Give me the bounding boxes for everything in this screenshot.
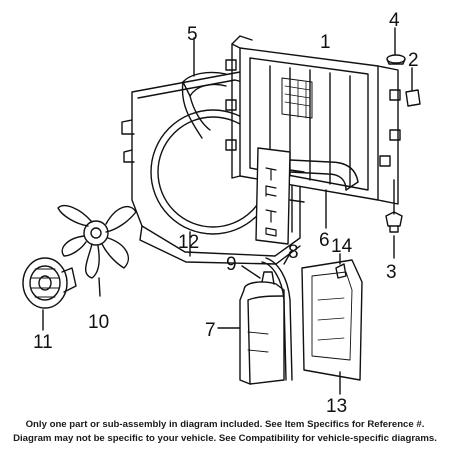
overflow-hose (261, 249, 293, 381)
callout-4: 4 (389, 10, 400, 31)
upper-hose (181, 37, 227, 139)
disclaimer-line-2: Diagram may not be specific to your vehi… (13, 433, 437, 444)
callout-1: 1 (320, 32, 331, 53)
callout-12: 12 (178, 232, 199, 253)
coolant-reservoir (217, 271, 285, 385)
radiator-cap (386, 27, 406, 65)
shield-screw (335, 253, 347, 279)
parts-diagram: 1 2 3 4 5 6 7 8 9 10 11 12 13 14 (22, 10, 421, 417)
callout-8: 8 (288, 242, 299, 263)
callout-2: 2 (408, 50, 419, 71)
splash-shield (301, 259, 363, 395)
drain-petcock (385, 211, 403, 259)
reservoir-cap (241, 265, 261, 279)
diagram-disclaimer: Only one part or sub-assembly in diagram… (0, 418, 450, 450)
disclaimer-line-1: Only one part or sub-assembly in diagram… (25, 419, 425, 430)
callout-14: 14 (331, 236, 353, 257)
fan-blade (57, 204, 137, 297)
shroud-bracket (255, 147, 305, 245)
callout-7: 7 (205, 320, 216, 341)
lower-hose (289, 159, 359, 229)
fan-clutch (22, 257, 77, 331)
drain-bracket (405, 67, 421, 107)
callout-6: 6 (319, 230, 330, 251)
callout-3: 3 (386, 262, 397, 283)
callout-10: 10 (88, 312, 109, 333)
callout-11: 11 (33, 332, 53, 353)
callout-9: 9 (226, 254, 237, 275)
callout-5: 5 (187, 24, 198, 45)
callout-13: 13 (326, 396, 347, 417)
